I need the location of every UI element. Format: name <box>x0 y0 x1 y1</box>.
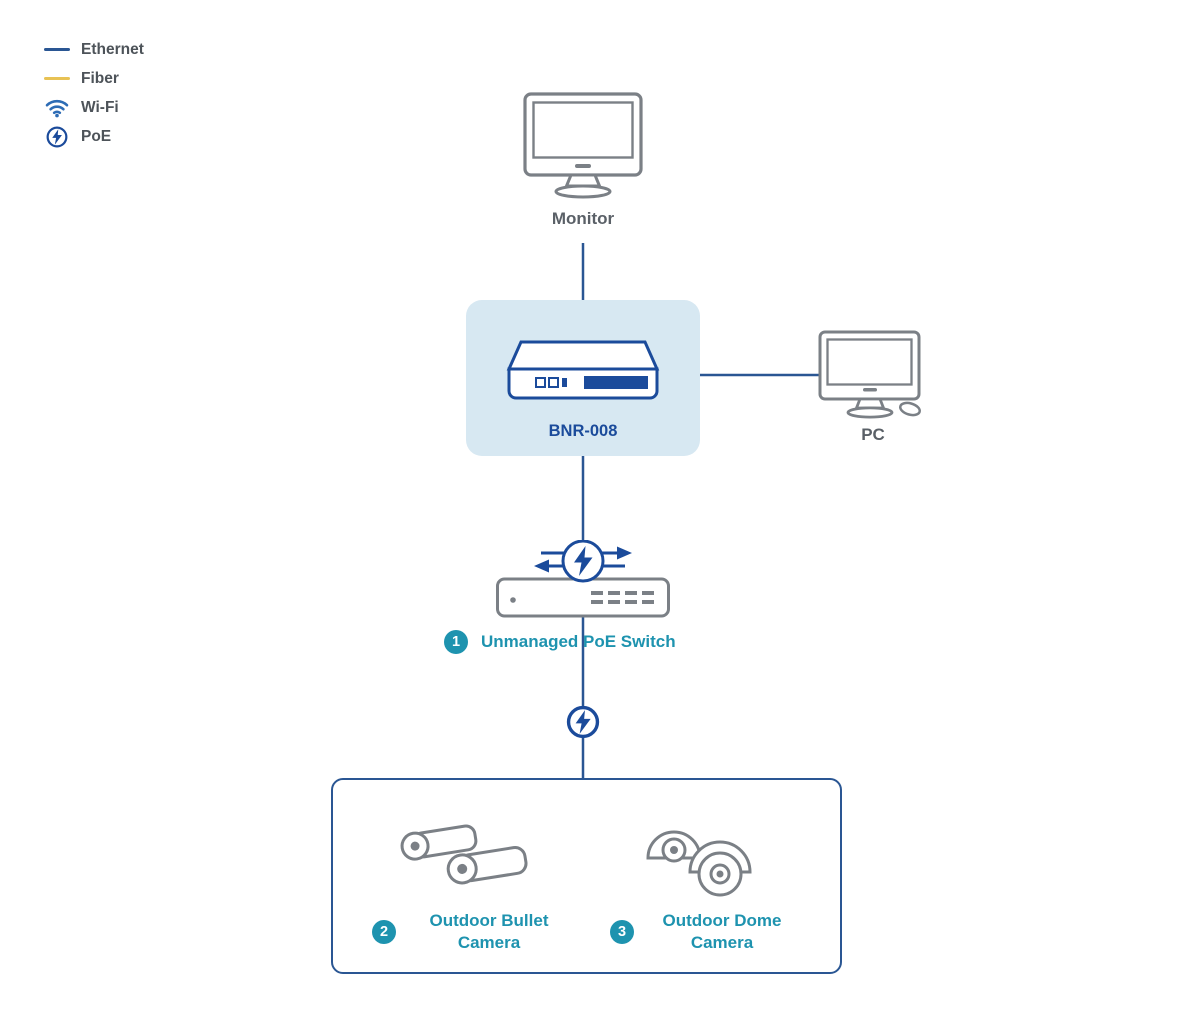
camera-group-box <box>331 778 842 974</box>
legend-label-poe: PoE <box>81 127 112 145</box>
legend: Ethernet Fiber Wi-Fi <box>44 35 144 151</box>
poe-switch-label: Unmanaged PoE Switch <box>481 632 676 651</box>
step-badge-3: 3 <box>610 920 634 944</box>
legend-item-fiber: Fiber <box>44 64 144 93</box>
dome-camera-label-row: 3 Outdoor Dome Camera <box>610 910 797 954</box>
nvr-recorder-icon <box>506 340 660 400</box>
legend-item-wifi: Wi-Fi <box>44 93 144 122</box>
monitor-label: Monitor <box>551 209 615 228</box>
bullet-camera-icon <box>400 824 528 885</box>
monitor-icon <box>523 92 643 199</box>
bullet-camera-label-row: 2 Outdoor Bullet Camera <box>372 910 569 954</box>
dome-camera-icon <box>646 830 752 897</box>
poe-switch-icon <box>496 540 670 618</box>
dome-camera-label: Outdoor Dome Camera <box>662 911 782 952</box>
step-badge-2: 2 <box>372 920 396 944</box>
pc-icon <box>818 330 921 419</box>
poe-switch-label-row: 1 Unmanaged PoE Switch <box>444 630 676 654</box>
ethernet-line-icon <box>44 48 70 51</box>
step-badge-1: 1 <box>444 630 468 654</box>
legend-item-poe: PoE <box>44 122 144 151</box>
wifi-icon <box>44 97 70 118</box>
bullet-camera-label: Outdoor Bullet Camera <box>429 911 549 952</box>
legend-label-fiber: Fiber <box>81 69 119 87</box>
legend-label-wifi: Wi-Fi <box>81 98 119 116</box>
nvr-label: BNR-008 <box>548 422 618 440</box>
poe-bolt-icon <box>44 126 70 148</box>
legend-label-ethernet: Ethernet <box>81 40 144 58</box>
poe-bolt-icon <box>566 705 600 739</box>
legend-item-ethernet: Ethernet <box>44 35 144 64</box>
fiber-line-icon <box>44 77 70 80</box>
pc-label: PC <box>861 425 885 444</box>
